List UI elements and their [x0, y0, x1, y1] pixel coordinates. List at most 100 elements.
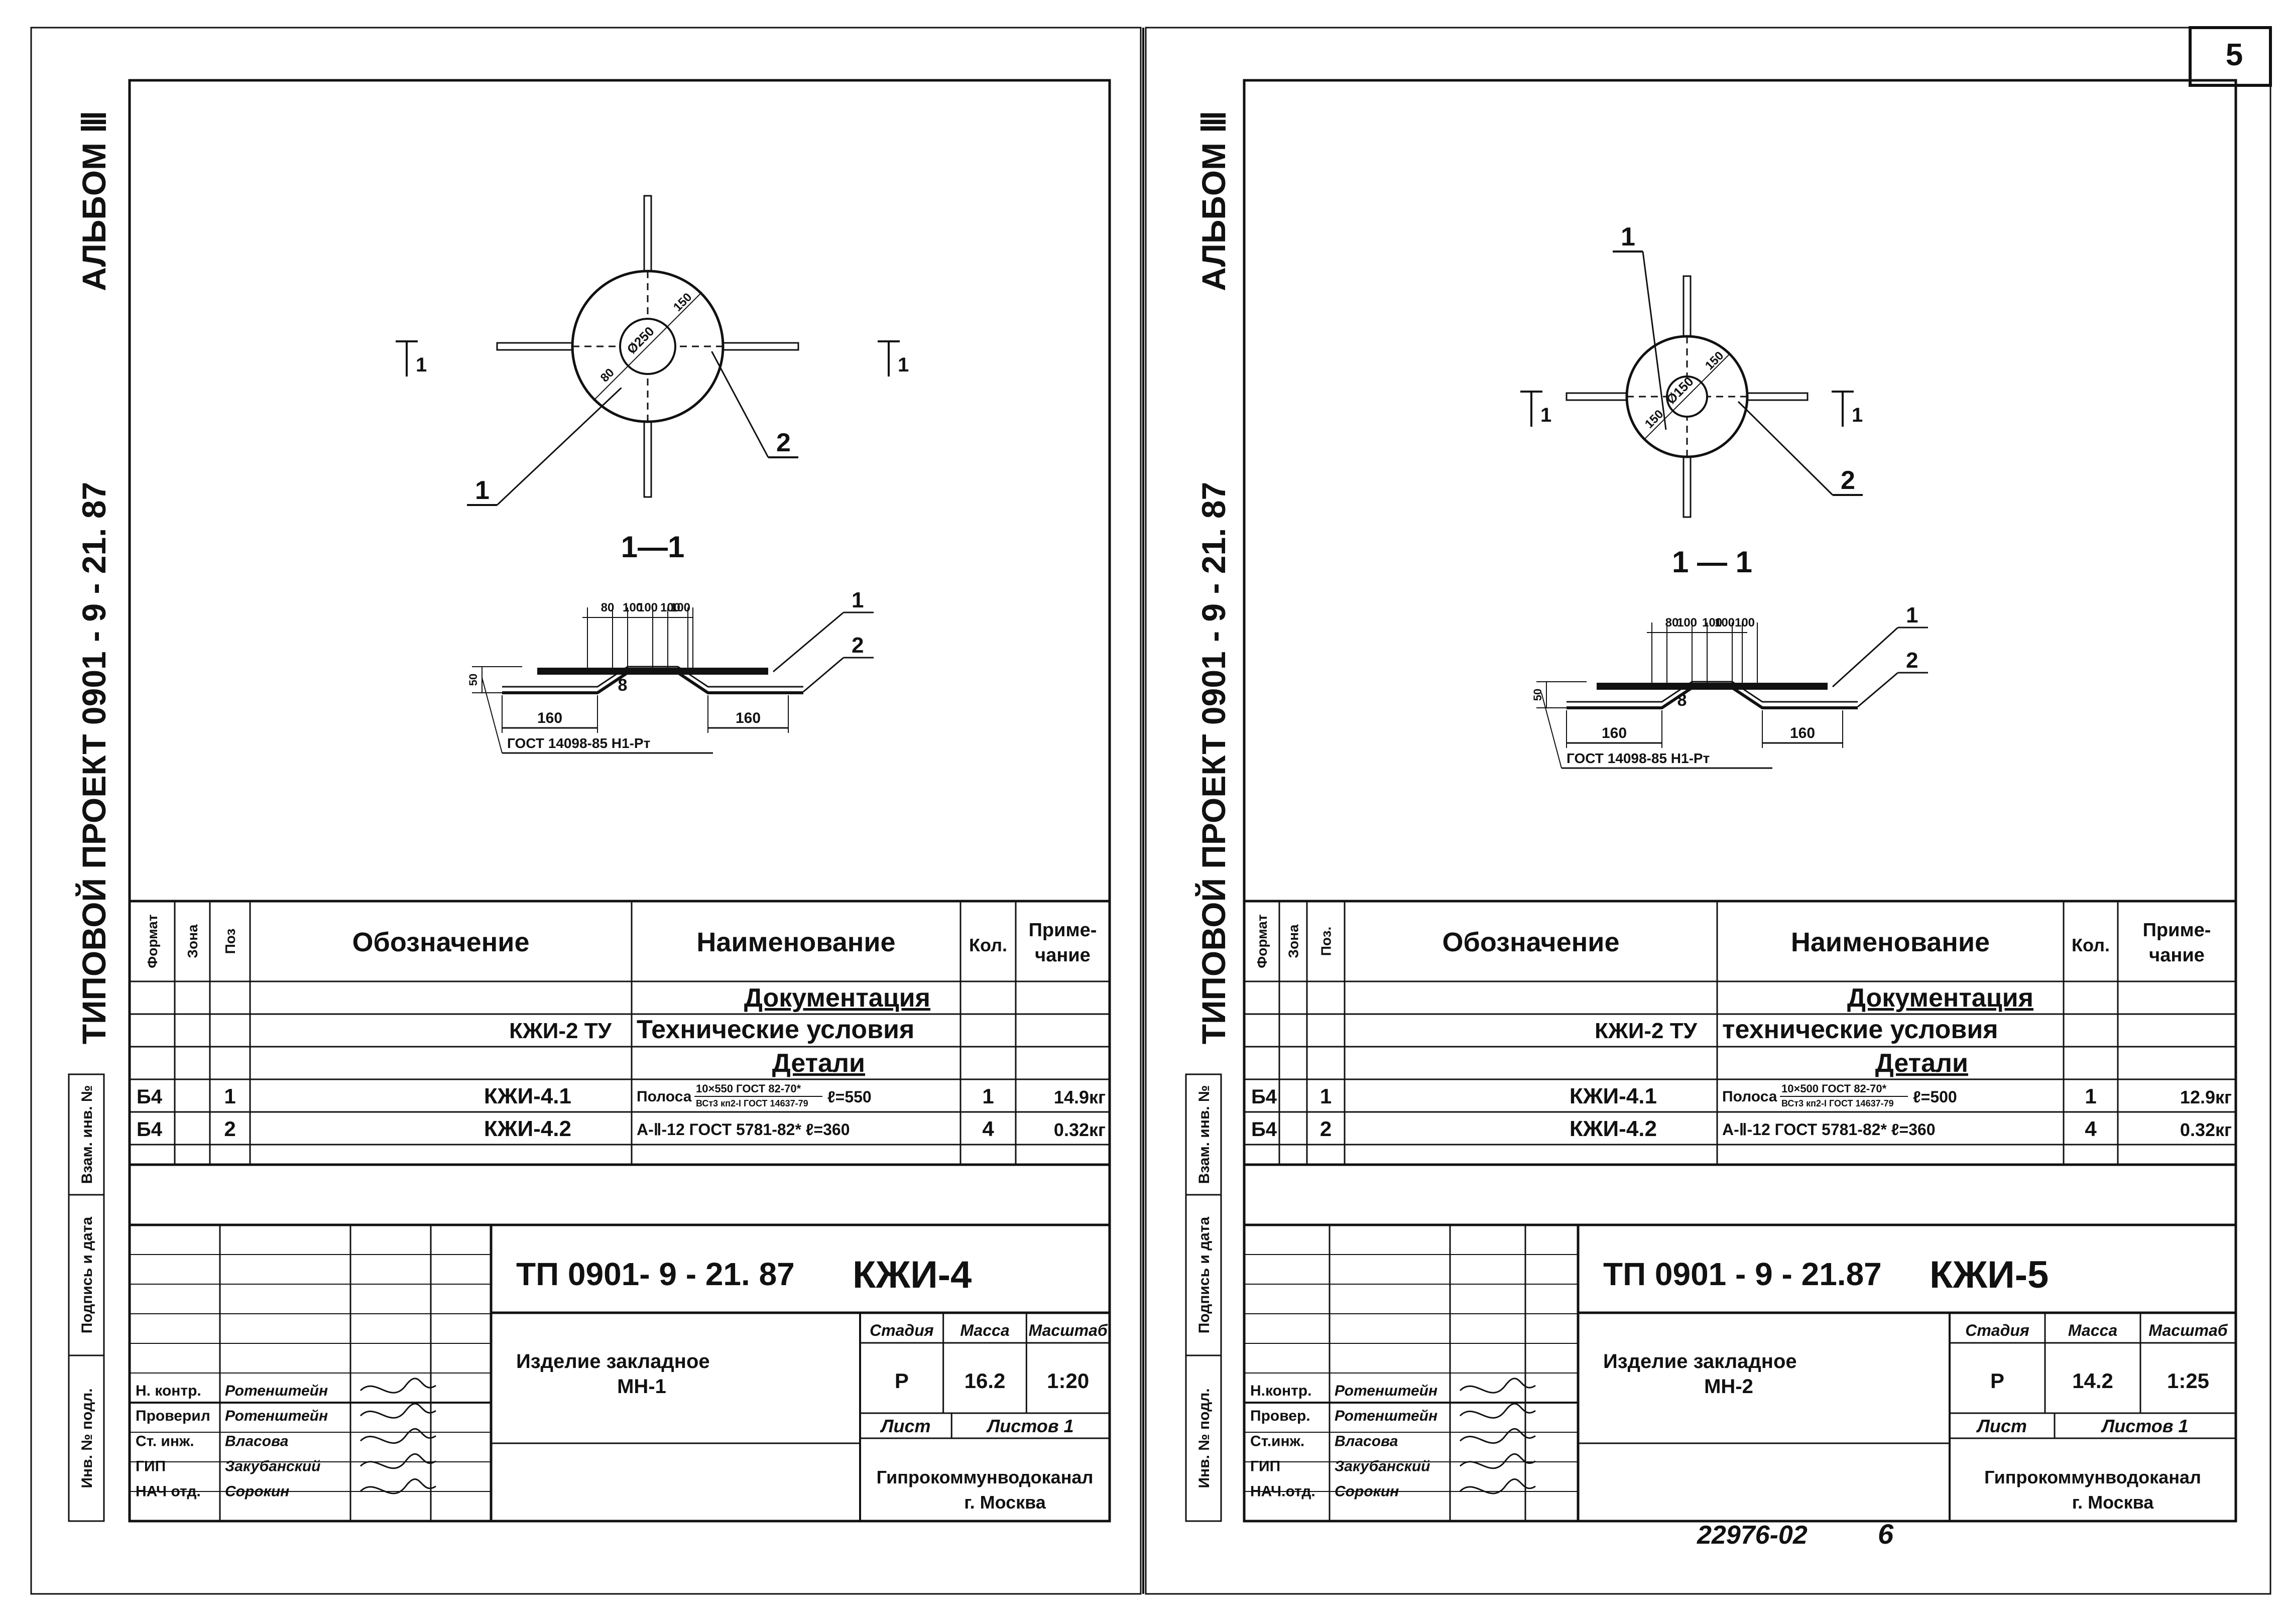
section-dim-bottom: 160 [1790, 725, 1815, 741]
title-sheets-label: Листов 1 [2100, 1416, 2188, 1436]
title-col-header: Масштаб [1029, 1321, 1108, 1339]
table-header: Наименование [696, 927, 895, 957]
signature [359, 1428, 436, 1444]
section-label: 1 — 1 [1672, 545, 1752, 579]
signer-name: Сорокин [1335, 1483, 1399, 1500]
title-org-name: Гипрокоммунводоканал [1984, 1467, 2201, 1487]
section-bar-profile [1567, 686, 1858, 709]
table-header: Зона [1286, 924, 1301, 958]
signature [359, 1478, 436, 1494]
title-sheets-label: Листов 1 [986, 1416, 1074, 1436]
table-header: Кол. [969, 935, 1007, 955]
section-bar-profile-upper [1567, 681, 1858, 703]
signer-role: НАЧ.отд. [1250, 1483, 1315, 1500]
sheet-code: КЖИ-5 [1930, 1254, 2049, 1296]
drawing-frame [128, 79, 1111, 1523]
row-designation: КЖИ-4.2 [1570, 1116, 1657, 1141]
section-dim-top: 100 [660, 601, 680, 614]
section-callout-leader-2 [803, 657, 844, 693]
weld-label: ГОСТ 14098-85 Н1-Рт [1567, 751, 1710, 766]
section-dim-top: 100 [670, 601, 690, 614]
row-designation: КЖИ-4.1 [484, 1084, 571, 1108]
anchor-bar [496, 342, 573, 351]
page-number-box [2189, 26, 2272, 87]
signer-role: Ст.инж. [1250, 1433, 1304, 1449]
side-stamp-label: Инв. № подл. [1196, 1388, 1213, 1488]
section-bar-profile [502, 671, 803, 694]
title-org-city: г. Москва [2072, 1492, 2154, 1513]
section-dim-top: 100 [1702, 616, 1722, 630]
section-dim-bottom: 160 [1602, 725, 1627, 741]
title-org-city: г. Москва [964, 1492, 1046, 1513]
section-callout-1: 1 [852, 588, 864, 612]
section-documentation: Документация [744, 983, 930, 1013]
anchor-bar [1683, 275, 1692, 337]
row-name: А-Ⅱ-12 ГОСТ 5781-82* ℓ=360 [1722, 1120, 1936, 1139]
table-header: Обозначение [1442, 927, 1619, 957]
side-stamp-label: Взам. инв. № [79, 1085, 95, 1184]
title-stage: Р [1990, 1369, 2004, 1393]
side-title-project: ТИПОВОЙ ПРОЕКТ 0901 - 9 - 21. 87 [1194, 482, 1232, 1045]
title-scale: 1:20 [1047, 1369, 1089, 1393]
page-number: 5 [2226, 38, 2243, 72]
title-org-name: Гипрокоммунводоканал [877, 1467, 1094, 1487]
section-marker-right: 1 [898, 354, 909, 376]
project-code: ТП 0901 - 9 - 21.87 [1603, 1256, 1882, 1292]
section-callout-leader-1 [773, 611, 844, 673]
section-dim-top: 100 [638, 601, 658, 614]
section-dim-top: 100 [1677, 616, 1697, 630]
row-designation: КЖИ-4.2 [484, 1116, 571, 1141]
section-callout-2: 2 [1906, 648, 1918, 673]
plan-dim-inner: 80 [598, 366, 617, 385]
callout-leader-1 [496, 387, 622, 506]
side-title-album: АЛЬБОМ Ⅲ [75, 110, 112, 291]
row-position: 1 [224, 1084, 235, 1108]
anchor-bar [1746, 392, 1809, 401]
title-item-mark: МН-2 [1704, 1376, 1753, 1398]
signer-role: Н. контр. [136, 1383, 201, 1399]
title-scale: 1:25 [2167, 1369, 2209, 1393]
section-plate [1597, 683, 1828, 690]
row-position: 1 [1320, 1084, 1332, 1108]
callout-1: 1 [475, 476, 490, 505]
section-callout-2: 2 [852, 633, 864, 658]
table-header-note-1: Приме- [2143, 920, 2211, 941]
signer-role: Н.контр. [1250, 1383, 1311, 1399]
section-dim-bottom: 160 [736, 710, 761, 726]
signer-role: Провер. [1250, 1408, 1310, 1424]
title-col-header: Масштаб [2148, 1321, 2228, 1339]
signer-role: Ст. инж. [136, 1433, 194, 1449]
table-header: Зона [185, 924, 200, 958]
signer-role: Проверил [136, 1408, 210, 1424]
row-name-prefix: Полоса [637, 1088, 692, 1105]
row-note: 0.32кг [1054, 1119, 1106, 1140]
row-name-numerator: 10×550 ГОСТ 82-70* [696, 1082, 801, 1095]
section-dim-top: 80 [601, 601, 615, 614]
signature [359, 1403, 436, 1419]
title-block: Н.контр.РотенштейнПровер.РотенштейнСт.ин… [1244, 1223, 2236, 1521]
signature [1459, 1478, 1536, 1494]
archive-code: 22976-02 [1697, 1521, 1808, 1550]
side-stamp-strip [68, 1073, 105, 1522]
table-header-note-2: чание [1035, 945, 1091, 966]
row-quantity: 4 [982, 1117, 994, 1141]
title-stage: Р [895, 1369, 909, 1393]
section-marker-left: 1 [1540, 404, 1551, 426]
weld-label: ГОСТ 14098-85 Н1-Рт [507, 735, 650, 751]
signer-name: Ротенштейн [1335, 1408, 1437, 1424]
row-format: Б4 [1251, 1118, 1277, 1141]
title-col-header: Стадия [1965, 1321, 2029, 1339]
signature [1459, 1378, 1536, 1394]
title-item-mark: МН-1 [617, 1376, 666, 1398]
table-header: Поз. [1318, 927, 1334, 956]
sheet-mark: 6 [1878, 1518, 1894, 1550]
section-marker-left: 1 [416, 354, 427, 376]
signer-name: Ротенштейн [225, 1408, 328, 1424]
row-format: Б4 [137, 1118, 163, 1141]
signature [1459, 1403, 1536, 1419]
section-hole-mark: 8 [1677, 691, 1687, 710]
